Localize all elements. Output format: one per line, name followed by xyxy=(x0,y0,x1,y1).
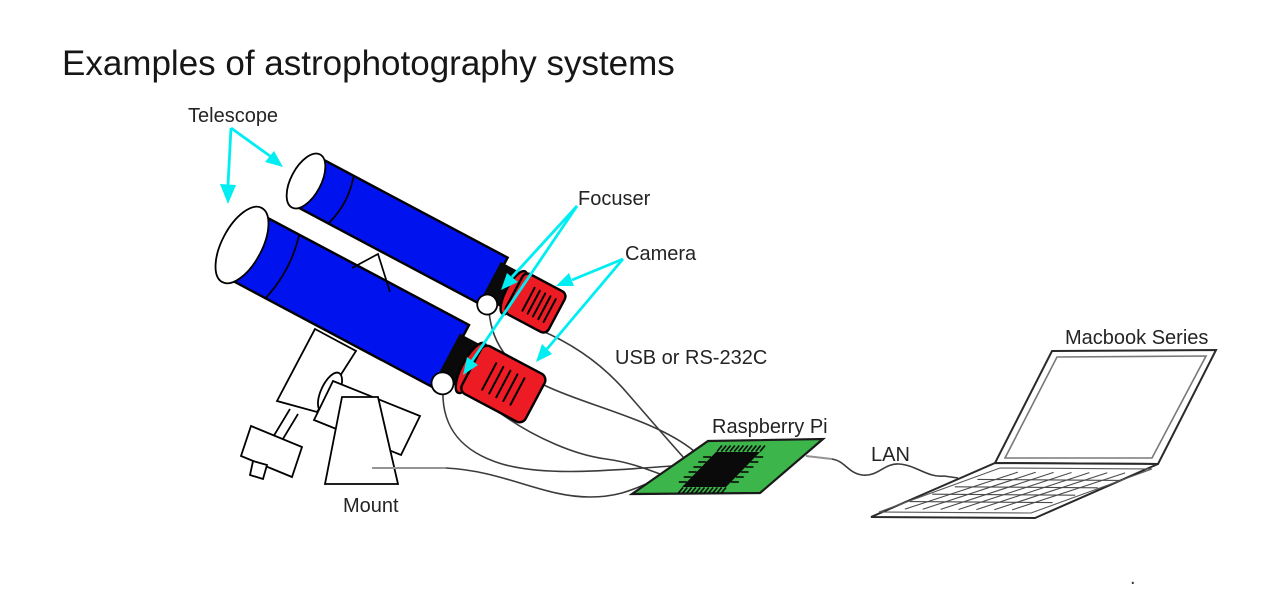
camera-arrowhead xyxy=(556,273,574,286)
cables xyxy=(372,310,959,498)
page-title: Examples of astrophotography systems xyxy=(62,44,675,83)
label-focuser: Focuser xyxy=(578,188,651,210)
camera-arrow-line xyxy=(571,257,624,282)
decor-line xyxy=(750,444,758,453)
label-lan: LAN xyxy=(871,444,910,466)
camera-fin xyxy=(509,377,526,406)
camera-fin xyxy=(502,373,519,402)
mount-assembly xyxy=(239,327,422,485)
camera-arrowhead xyxy=(536,344,552,362)
camera-fin xyxy=(521,286,536,312)
telescope-upper xyxy=(285,152,567,334)
camera-fin xyxy=(488,365,505,395)
decor-line xyxy=(976,472,1090,511)
keyboard-grid xyxy=(904,471,1126,511)
cable-upper-camera xyxy=(539,329,685,459)
laptop-screen xyxy=(993,348,1218,466)
decor-line xyxy=(694,486,701,495)
telescope-aperture xyxy=(214,205,270,285)
decor-line xyxy=(724,444,732,453)
focus-knob xyxy=(476,293,499,316)
decor-line xyxy=(711,486,719,495)
dew-shield-ring xyxy=(265,235,300,299)
camera-fin xyxy=(531,292,547,318)
laptop-base xyxy=(870,461,1159,520)
tube-bracket xyxy=(351,252,391,293)
pi-chip xyxy=(682,452,760,487)
decor-line xyxy=(746,444,753,453)
decor-line xyxy=(681,486,688,495)
decor-line xyxy=(922,471,1036,510)
decor-line xyxy=(703,486,710,495)
raspberry-pi-board xyxy=(628,437,827,496)
decor-line xyxy=(755,444,762,453)
cable-mount xyxy=(445,467,647,498)
decor-line xyxy=(698,486,706,495)
label-macbook: Macbook Series xyxy=(1065,327,1208,349)
camera-fin xyxy=(481,362,498,391)
focus-knob xyxy=(430,371,455,396)
laptop-base-rim xyxy=(878,467,1153,514)
macbook xyxy=(870,348,1218,520)
cable-lower-camera xyxy=(499,412,661,475)
decor-line xyxy=(685,486,693,495)
decor-line xyxy=(737,444,745,453)
laptop-screen-inner xyxy=(1003,355,1208,459)
decor-line xyxy=(1011,472,1126,511)
telescope-lower xyxy=(214,205,547,424)
stray-period-mark: . xyxy=(1130,567,1136,589)
chip-pins xyxy=(677,444,766,495)
decor-line xyxy=(733,444,740,453)
cable-lower-focuser xyxy=(442,387,673,473)
telescope-arrow-line xyxy=(230,126,271,158)
label-telescope: Telescope xyxy=(188,105,278,127)
decor-line xyxy=(716,486,723,495)
decor-line xyxy=(994,472,1108,511)
decor-line xyxy=(707,486,714,495)
focuser-arrowhead xyxy=(501,273,518,290)
mount-pier xyxy=(323,396,400,485)
label-usb-rs232c: USB or RS-232C xyxy=(615,347,767,369)
decor-line xyxy=(940,471,1054,510)
camera-fin xyxy=(526,289,541,315)
telescope-arrowhead xyxy=(265,151,283,167)
cable-lan-lead xyxy=(805,455,833,460)
decor-line xyxy=(690,486,697,495)
focuser-arrowhead xyxy=(463,357,478,375)
telescope-arrow-line xyxy=(226,127,233,186)
camera-fin xyxy=(537,295,552,321)
decor-line xyxy=(958,471,1072,511)
callout-arrows xyxy=(220,126,625,375)
decor-line xyxy=(904,471,1019,510)
decor-line xyxy=(720,486,727,495)
camera-fin xyxy=(495,369,512,399)
label-mount: Mount xyxy=(343,495,399,517)
decor-line xyxy=(677,486,684,495)
counterweight xyxy=(239,424,304,479)
decor-line xyxy=(729,444,736,453)
cable-lan xyxy=(831,458,959,479)
camera-fin xyxy=(542,298,557,324)
focuser-arrow-line xyxy=(470,205,579,362)
focuser-arrow-line xyxy=(510,205,579,278)
label-camera: Camera xyxy=(625,243,697,265)
decor-line xyxy=(742,444,749,453)
decor-line xyxy=(720,444,727,453)
decor-line xyxy=(759,444,766,453)
telescope-arrowhead xyxy=(220,184,236,204)
label-raspberry-pi: Raspberry Pi xyxy=(712,416,828,438)
decor-line xyxy=(716,444,723,453)
dew-shield-ring xyxy=(328,176,355,224)
cable-upper-focuser xyxy=(488,310,695,452)
telescope-aperture xyxy=(285,152,327,210)
camera-arrow-line xyxy=(545,258,625,350)
counterweight-end-cap xyxy=(248,459,269,481)
